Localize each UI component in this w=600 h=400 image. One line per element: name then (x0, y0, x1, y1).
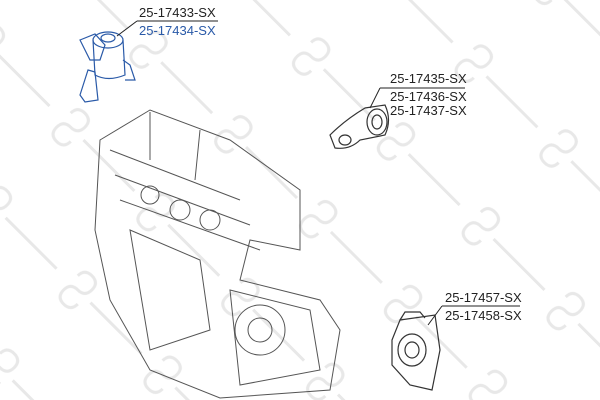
part-number-label[interactable]: 25-17437-SX (390, 103, 467, 118)
part-number-label[interactable]: 25-17436-SX (390, 89, 467, 104)
engine-mount-part-1 (79, 31, 136, 103)
part-number-label[interactable]: 25-17457-SX (445, 290, 522, 305)
engine-illustration (94, 109, 341, 399)
engine-mount-part-3 (391, 311, 441, 391)
part-number-label[interactable]: 25-17458-SX (445, 308, 522, 323)
part-number-label-highlighted[interactable]: 25-17434-SX (139, 23, 216, 38)
leader-lines (116, 20, 520, 326)
part-number-label[interactable]: 25-17433-SX (139, 5, 216, 20)
part-number-label[interactable]: 25-17435-SX (390, 71, 467, 86)
torque-rod-part (329, 104, 390, 149)
